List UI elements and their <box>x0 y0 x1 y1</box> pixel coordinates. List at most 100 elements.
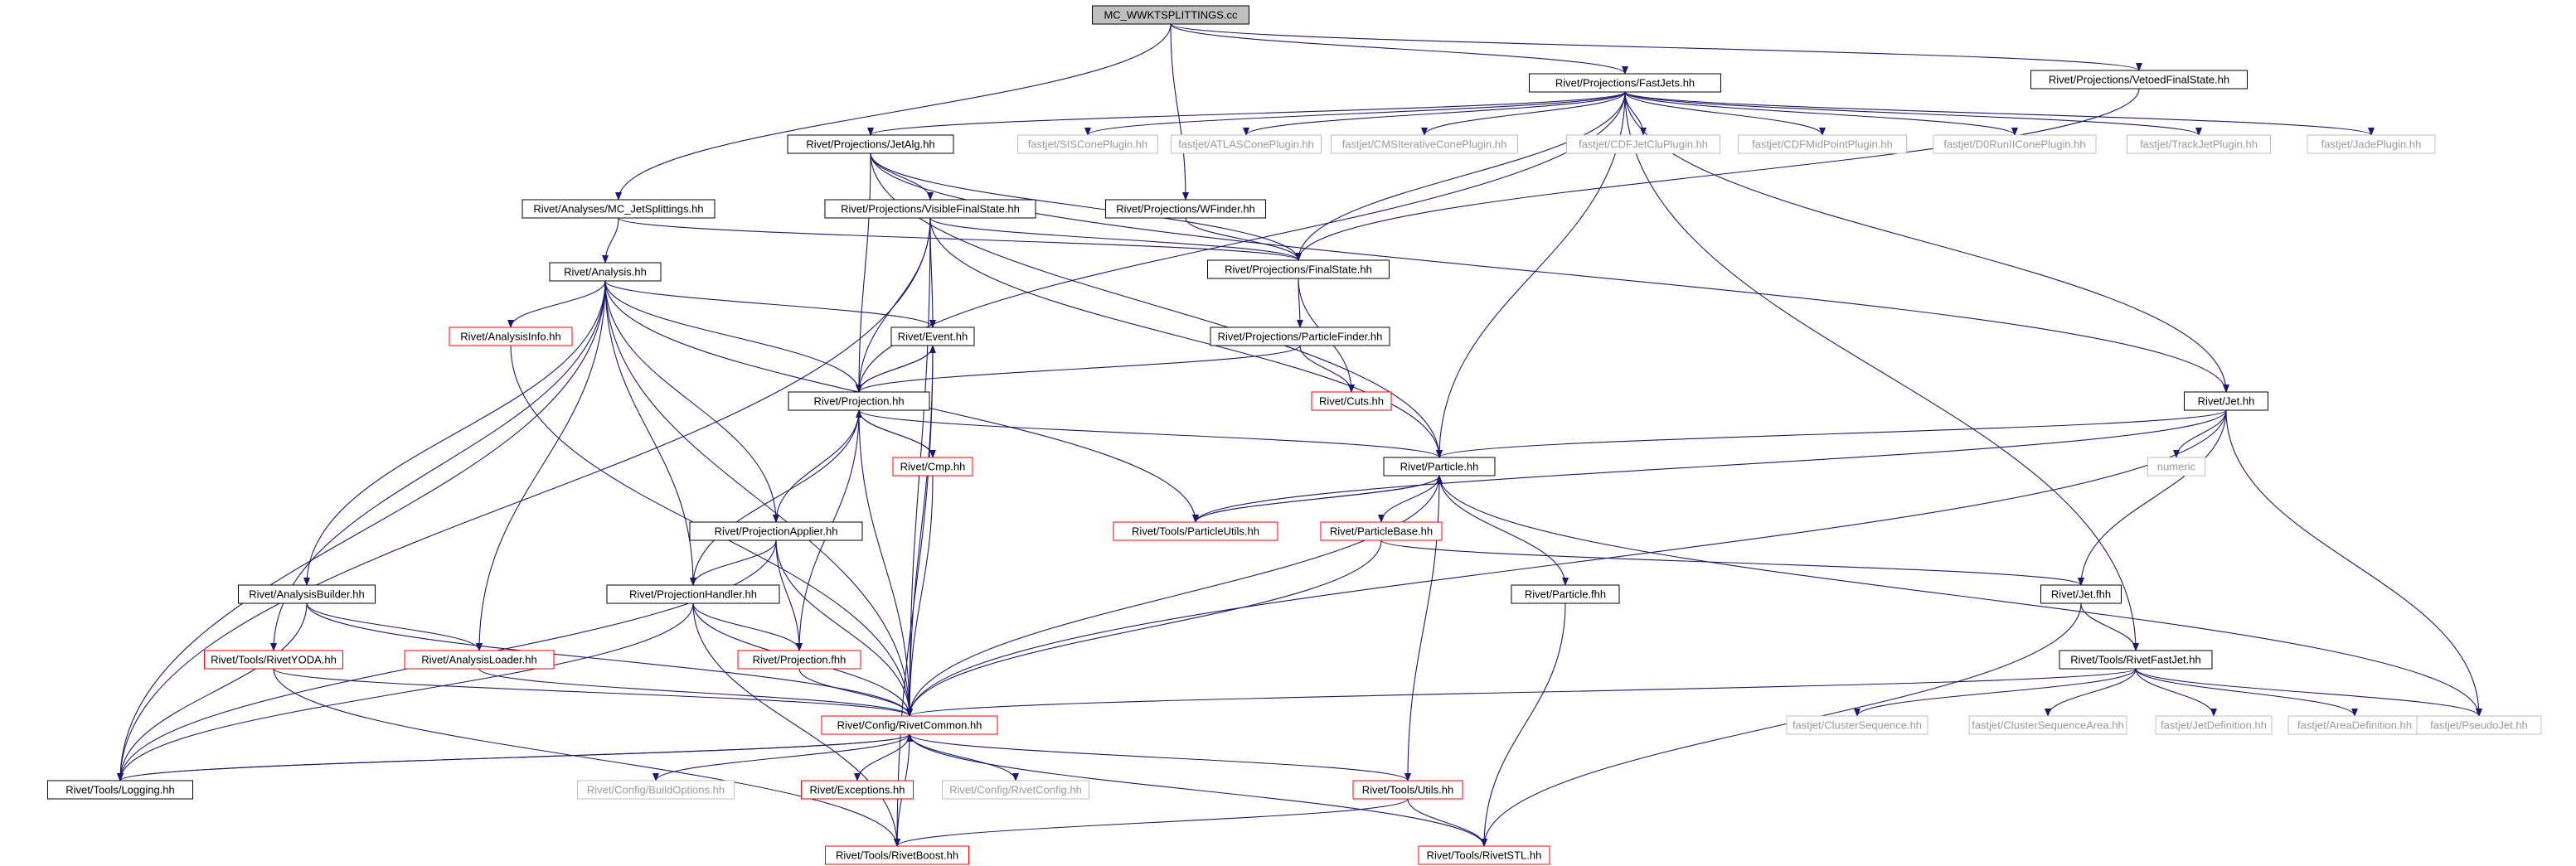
node-finalstate[interactable]: Rivet/Projections/FinalState.hh <box>1207 259 1390 279</box>
edge-analysis-to-phandler <box>604 280 696 586</box>
edge-jet-to-putils <box>1192 409 2227 523</box>
edge-particlefhh-to-rivetstl <box>1481 602 1566 847</box>
edge-pfinder-to-projection <box>856 345 1301 393</box>
edge-visfs-to-particle <box>929 217 1443 458</box>
node-jetdef: fastjet/JetDefinition.hh <box>2155 715 2273 735</box>
node-vetoed[interactable]: Rivet/Projections/VetoedFinalState.hh <box>2030 70 2248 90</box>
edge-root-to-mcjetsplit <box>615 23 1172 201</box>
edge-logging-to-rivetcommon <box>119 733 913 781</box>
node-root[interactable]: MC_WWKTSPLITTINGS.cc <box>1092 5 1249 25</box>
node-label: fastjet/SISConePlugin.hh <box>1028 138 1148 151</box>
edge-pbase-to-jetfhh <box>1380 539 2084 586</box>
edge-fastjets-to-jade <box>1624 91 2375 136</box>
edge-analysis-to-logging <box>117 280 606 781</box>
node-box <box>1207 259 1390 279</box>
node-papplier[interactable]: Rivet/ProjectionApplier.hh <box>689 521 863 541</box>
edge-root-to-wfinder <box>1170 23 1189 201</box>
edge-mcjetsplit-to-finalstate <box>618 217 1302 261</box>
node-exceptions[interactable]: Rivet/Exceptions.hh <box>801 780 914 800</box>
node-particlefhh[interactable]: Rivet/Particle.fhh <box>1511 584 1620 604</box>
edge-particle-to-rivetcommon <box>906 475 1440 717</box>
node-label: Rivet/Projections/WFinder.hh <box>1116 203 1255 215</box>
node-phandler[interactable]: Rivet/ProjectionHandler.hh <box>606 584 780 604</box>
edge-jet-to-numeric <box>2173 409 2227 458</box>
node-label: Rivet/Projections/JetAlg.hh <box>806 138 934 151</box>
node-label: numeric <box>2157 461 2196 473</box>
edge-phandler-to-logging <box>117 602 694 781</box>
node-box <box>2147 457 2205 477</box>
edge-root-to-vetoed <box>1170 23 2142 71</box>
edge-rivetfastjet-to-clusterseqarea <box>2045 668 2137 717</box>
node-projfhh[interactable]: Rivet/Projection.fhh <box>737 650 861 670</box>
node-rivetyoda[interactable]: Rivet/Tools/RivetYODA.hh <box>204 650 343 670</box>
node-box <box>824 199 1036 219</box>
node-event[interactable]: Rivet/Event.hh <box>890 327 975 346</box>
edge-projection-to-particle <box>858 409 1443 458</box>
edge-fastjets-to-trackjet <box>1624 91 2202 136</box>
node-trackjet: fastjet/TrackJetPlugin.hh <box>2127 134 2271 154</box>
node-analysisinfo[interactable]: Rivet/AnalysisInfo.hh <box>449 327 573 346</box>
node-label: Rivet/Projections/FinalState.hh <box>1225 264 1372 276</box>
edge-analysis-to-event <box>604 280 936 328</box>
edge-fastjets-to-particle <box>1436 91 1626 458</box>
node-pbase[interactable]: Rivet/ParticleBase.hh <box>1320 521 1443 541</box>
node-box <box>689 521 863 541</box>
edge-particle-to-utils <box>1404 475 1440 781</box>
node-label: Rivet/Projections/FastJets.hh <box>1555 77 1695 90</box>
edge-phandler-to-projfhh <box>692 602 803 651</box>
edge-fastjets-to-cmsiter <box>1421 91 1626 136</box>
edge-projfhh-to-rivetcommon <box>798 668 913 717</box>
node-box <box>942 780 1089 800</box>
node-label: Rivet/AnalysisBuilder.hh <box>249 588 364 601</box>
node-box <box>788 391 930 411</box>
node-pfinder[interactable]: Rivet/Projections/ParticleFinder.hh <box>1210 327 1390 346</box>
node-visfs[interactable]: Rivet/Projections/VisibleFinalState.hh <box>824 199 1036 219</box>
node-rivetstl[interactable]: Rivet/Tools/RivetSTL.hh <box>1418 845 1550 865</box>
node-label: Rivet/Tools/Logging.hh <box>65 784 175 796</box>
edge-rivetcommon-to-rivetstl <box>909 733 1487 847</box>
node-wfinder[interactable]: Rivet/Projections/WFinder.hh <box>1105 199 1266 219</box>
edge-analysisbuilder-to-logging <box>117 602 308 781</box>
node-analysisbuilder[interactable]: Rivet/AnalysisBuilder.hh <box>238 584 376 604</box>
node-jetalg[interactable]: Rivet/Projections/JetAlg.hh <box>787 134 954 154</box>
edge-projection-to-phandler <box>690 409 860 586</box>
node-box <box>1352 780 1463 800</box>
edge-rivetfastjet-to-areadef <box>2135 668 2358 717</box>
edge-papplier-to-rivetcommon <box>775 539 913 717</box>
node-label: Rivet/Tools/Utils.hh <box>1362 784 1454 796</box>
node-label: fastjet/PseudoJet.hh <box>2430 719 2528 732</box>
node-label: Rivet/Projections/VetoedFinalState.hh <box>2049 74 2229 86</box>
edge-cmp-to-projection <box>856 409 934 458</box>
node-cuts[interactable]: Rivet/Cuts.hh <box>1311 391 1392 411</box>
node-label: fastjet/CDFMidPointPlugin.hh <box>1752 138 1893 151</box>
node-projection[interactable]: Rivet/Projection.hh <box>788 391 930 411</box>
node-label: Rivet/Analyses/MC_JetSplittings.hh <box>533 203 703 215</box>
node-rivetconfig: Rivet/Config/RivetConfig.hh <box>942 780 1089 800</box>
node-box <box>2059 650 2213 670</box>
node-box <box>47 780 193 800</box>
node-rivetboost[interactable]: Rivet/Tools/RivetBoost.hh <box>825 845 969 865</box>
node-fastjets[interactable]: Rivet/Projections/FastJets.hh <box>1529 73 1721 93</box>
node-mcjetsplit[interactable]: Rivet/Analyses/MC_JetSplittings.hh <box>522 199 716 219</box>
node-box <box>1210 327 1390 346</box>
node-rivetcommon[interactable]: Rivet/Config/RivetCommon.hh <box>821 715 998 735</box>
node-jetfhh[interactable]: Rivet/Jet.fhh <box>2040 584 2122 604</box>
node-rivetfastjet[interactable]: Rivet/Tools/RivetFastJet.hh <box>2059 650 2213 670</box>
node-label: Rivet/AnalysisLoader.hh <box>421 654 536 666</box>
edge-rivetfastjet-to-jetdef <box>2135 668 2217 717</box>
edge-analysis-to-papplier <box>604 280 779 523</box>
node-jet[interactable]: Rivet/Jet.hh <box>2184 391 2268 411</box>
node-logging[interactable]: Rivet/Tools/Logging.hh <box>47 780 193 800</box>
node-cmp[interactable]: Rivet/Cmp.hh <box>892 457 973 477</box>
edge-rivetcommon-to-utils <box>909 733 1411 781</box>
edge-projection-to-rivetcommon <box>858 409 913 717</box>
node-cdfjetclu: fastjet/CDFJetCluPlugin.hh <box>1566 134 1720 154</box>
node-buildoptions: Rivet/Config/BuildOptions.hh <box>577 780 735 800</box>
node-particle[interactable]: Rivet/Particle.hh <box>1383 457 1496 477</box>
node-aloader[interactable]: Rivet/AnalysisLoader.hh <box>404 650 555 670</box>
edges-layer <box>117 23 2482 847</box>
node-putils[interactable]: Rivet/Tools/ParticleUtils.hh <box>1113 521 1278 541</box>
node-analysis[interactable]: Rivet/Analysis.hh <box>549 262 662 282</box>
edge-rivetcommon-to-exceptions <box>854 733 910 781</box>
node-utils[interactable]: Rivet/Tools/Utils.hh <box>1352 780 1463 800</box>
